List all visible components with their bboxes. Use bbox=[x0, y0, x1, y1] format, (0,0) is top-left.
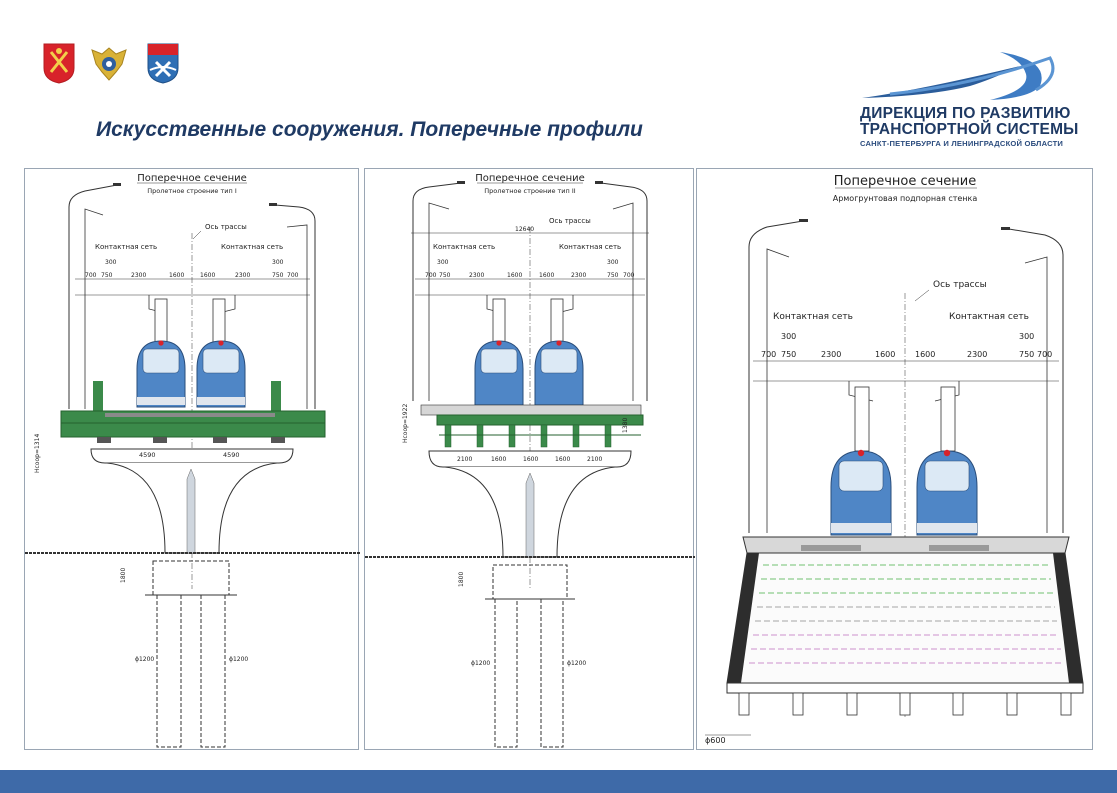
page-title: Искусственные сооружения. Поперечные про… bbox=[96, 118, 643, 141]
panel-heading: Поперечное сечение bbox=[475, 173, 585, 184]
track-axis-label: Ось трассы bbox=[933, 280, 987, 290]
dim-1600-right: 1600 bbox=[915, 350, 935, 359]
dim-700-left: 700 bbox=[761, 350, 776, 359]
dim-2300-right: 2300 bbox=[967, 350, 987, 359]
support-dim-3: 1600 bbox=[523, 456, 538, 463]
support-dim-5: 2100 bbox=[587, 456, 602, 463]
track-axis-label: Ось трассы bbox=[549, 217, 591, 225]
pile-diameter-left: ϕ1200 bbox=[135, 656, 154, 663]
pile-diameter-right: ϕ1200 bbox=[229, 656, 248, 663]
track-axis-label: Ось трассы bbox=[205, 223, 247, 231]
dim-700-right: 700 bbox=[623, 272, 635, 279]
tram-left-icon bbox=[136, 298, 186, 408]
support-dim-right: 4590 bbox=[223, 451, 240, 459]
pile-diameter-label: ϕ600 bbox=[705, 736, 726, 745]
dim-300-right: 300 bbox=[272, 259, 284, 266]
support-dim-left: 4590 bbox=[139, 451, 156, 459]
panel-subheading: Армогрунтовая подпорная стенка bbox=[833, 194, 978, 203]
support-dim-4: 1600 bbox=[555, 456, 570, 463]
pile-diameter-left: ϕ1200 bbox=[471, 660, 490, 667]
dim-750-left: 750 bbox=[439, 272, 451, 279]
support-dim-2: 1600 bbox=[491, 456, 506, 463]
pile-diameter-right: ϕ1200 bbox=[567, 660, 586, 667]
cross-section-panel-type-2: Поперечное сечение Пролетное строение ти… bbox=[364, 168, 695, 750]
spb-coat-of-arms-icon bbox=[43, 43, 75, 84]
dim-2300-left: 2300 bbox=[821, 350, 841, 359]
dim-700-left: 700 bbox=[425, 272, 437, 279]
dim-1600-left: 1600 bbox=[169, 272, 184, 279]
overall-width-label: 12640 bbox=[515, 226, 534, 233]
tram-left-icon bbox=[474, 298, 524, 406]
dim-300-right: 300 bbox=[1019, 332, 1034, 341]
height-label: Нсоор=1922 bbox=[402, 404, 409, 443]
contact-network-right-label: Контактная сеть bbox=[221, 243, 283, 251]
dim-1600-right: 1600 bbox=[200, 272, 215, 279]
side-height-label: 1380 bbox=[622, 418, 629, 433]
footer-bar bbox=[0, 770, 1117, 793]
cross-section-panel-retaining-wall: Поперечное сечение Армогрунтовая подпорн… bbox=[696, 168, 1093, 750]
contact-network-left-label: Контактная сеть bbox=[95, 243, 157, 251]
cross-section-drawing-3: Поперечное сечение Армогрунтовая подпорн… bbox=[705, 174, 1084, 745]
dim-1600-left: 1600 bbox=[507, 272, 522, 279]
dim-2300-left: 2300 bbox=[469, 272, 484, 279]
foundation-depth-label: 1800 bbox=[458, 572, 465, 587]
dim-300-left: 300 bbox=[781, 332, 796, 341]
cross-section-panel-type-1: Поперечное сечение Пролетное строение ти… bbox=[24, 168, 360, 750]
contact-network-right-label: Контактная сеть bbox=[949, 312, 1029, 322]
panel-subheading: Пролетное строение тип I bbox=[147, 187, 237, 195]
support-dim-1: 2100 bbox=[457, 456, 472, 463]
dim-2300-right: 2300 bbox=[571, 272, 586, 279]
tram-right-icon bbox=[916, 386, 978, 536]
dim-300-right: 300 bbox=[607, 259, 619, 266]
contact-network-left-label: Контактная сеть bbox=[433, 243, 495, 251]
tram-right-icon bbox=[196, 298, 246, 408]
org-name-line-2: ТРАНСПОРТНОЙ СИСТЕМЫ bbox=[860, 121, 1079, 138]
dim-2300-right: 2300 bbox=[235, 272, 250, 279]
dim-750-right: 750 bbox=[607, 272, 619, 279]
dim-300-left: 300 bbox=[437, 259, 449, 266]
contact-network-right-label: Контактная сеть bbox=[559, 243, 621, 251]
contact-network-left-label: Контактная сеть bbox=[773, 312, 853, 322]
dim-2300-left: 2300 bbox=[131, 272, 146, 279]
org-name-line-3: САНКТ-ПЕТЕРБУРГА И ЛЕНИНГРАДСКОЙ ОБЛАСТИ bbox=[860, 139, 1064, 148]
dim-700-right: 700 bbox=[1037, 350, 1052, 359]
transport-directorate-swoosh-icon bbox=[862, 52, 1055, 100]
tram-left-icon bbox=[830, 386, 892, 536]
leningrad-oblast-coat-of-arms-icon bbox=[147, 43, 179, 84]
panel-heading: Поперечное сечение bbox=[834, 174, 977, 189]
dim-750-right: 750 bbox=[272, 272, 284, 279]
dim-700-right: 700 bbox=[287, 272, 299, 279]
panel-subheading: Пролетное строение тип II bbox=[484, 187, 575, 195]
cross-section-drawing-1: Поперечное сечение Пролетное строение ти… bbox=[25, 173, 360, 748]
dim-750-left: 750 bbox=[101, 272, 113, 279]
tram-right-icon bbox=[534, 298, 584, 406]
dim-750-left: 750 bbox=[781, 350, 796, 359]
dim-700-left: 700 bbox=[85, 272, 97, 279]
dim-750-right: 750 bbox=[1019, 350, 1034, 359]
org-name-line-1: ДИРЕКЦИЯ ПО РАЗВИТИЮ bbox=[860, 105, 1071, 122]
panel-heading: Поперечное сечение bbox=[137, 173, 247, 184]
cross-section-drawing-2: Поперечное сечение Пролетное строение ти… bbox=[365, 173, 695, 748]
double-headed-eagle-icon bbox=[91, 47, 127, 81]
dim-1600-right: 1600 bbox=[539, 272, 554, 279]
dim-1600-left: 1600 bbox=[875, 350, 895, 359]
height-label: Нсоор=1314 bbox=[34, 434, 41, 473]
dim-300-left: 300 bbox=[105, 259, 117, 266]
foundation-depth-label: 1800 bbox=[120, 568, 127, 583]
